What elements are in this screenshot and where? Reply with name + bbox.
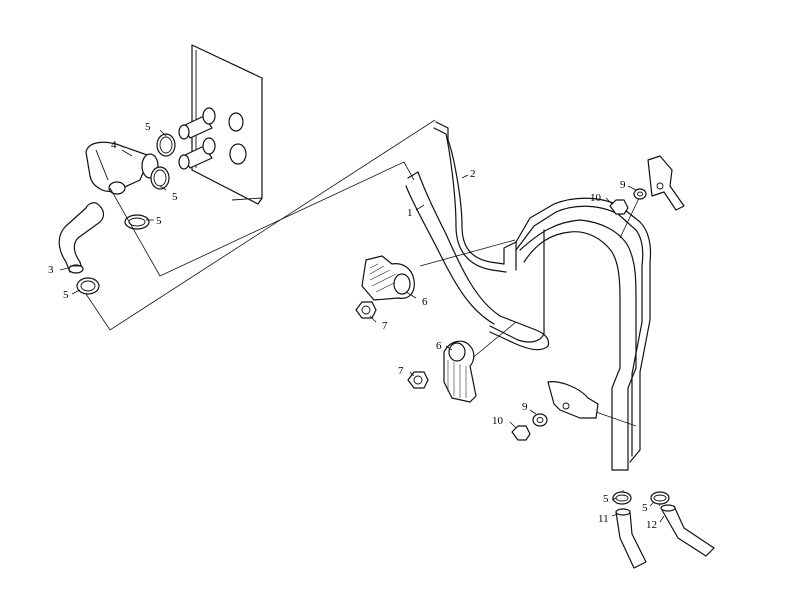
nut-7-upper	[355, 301, 377, 319]
clamp-upper-2	[150, 166, 170, 190]
clamp-bottom-left	[612, 491, 632, 505]
callout-6b: 6	[436, 340, 442, 352]
clamp-lower-left	[76, 277, 100, 295]
callout-5e: 5	[603, 493, 609, 505]
callout-3: 3	[48, 264, 54, 276]
clamp-upper-1	[156, 133, 176, 157]
clamp-mid-left	[124, 214, 150, 230]
callout-5b: 5	[172, 191, 178, 203]
callout-9b: 9	[522, 401, 528, 413]
callout-4: 4	[111, 139, 117, 151]
callout-2: 2	[470, 168, 476, 180]
pipe-2	[433, 121, 652, 463]
bracket-upper-right	[647, 155, 685, 211]
callout-5f: 5	[642, 502, 648, 514]
callout-5d: 5	[63, 289, 69, 301]
elbow-fitting-4	[85, 141, 159, 195]
callout-5c: 5	[156, 215, 162, 227]
mounting-plate	[191, 44, 263, 205]
nut-10-lower	[511, 425, 531, 441]
hose-bend-3	[58, 202, 105, 274]
bracket-lower-right	[547, 381, 599, 419]
bracket-6-lower	[443, 340, 477, 403]
callout-12: 12	[646, 519, 657, 531]
bracket-6-upper	[361, 255, 415, 301]
callout-7a: 7	[382, 320, 388, 332]
callout-6a: 6	[422, 296, 428, 308]
callout-7b: 7	[398, 365, 404, 377]
callout-5a: 5	[145, 121, 151, 133]
nut-7-lower	[407, 371, 429, 389]
hose-12	[660, 504, 715, 557]
pipe-1	[405, 171, 637, 471]
callout-9a: 9	[620, 179, 626, 191]
callout-1: 1	[407, 207, 413, 219]
washer-9-lower	[532, 413, 548, 427]
hose-11	[615, 508, 647, 569]
pipe-stubs	[178, 107, 216, 170]
callout-11: 11	[598, 513, 609, 525]
washer-9-upper	[633, 188, 647, 200]
callout-labels: 1 2 3 4 5 5 5 5 5 5 6 6 7 7 9 9 10 10 11…	[48, 121, 657, 531]
callout-leaders	[59, 129, 665, 523]
nut-10-upper	[609, 199, 629, 215]
clamp-bottom-right	[650, 491, 670, 505]
callout-10b: 10	[492, 415, 504, 427]
callout-10a: 10	[590, 192, 602, 204]
